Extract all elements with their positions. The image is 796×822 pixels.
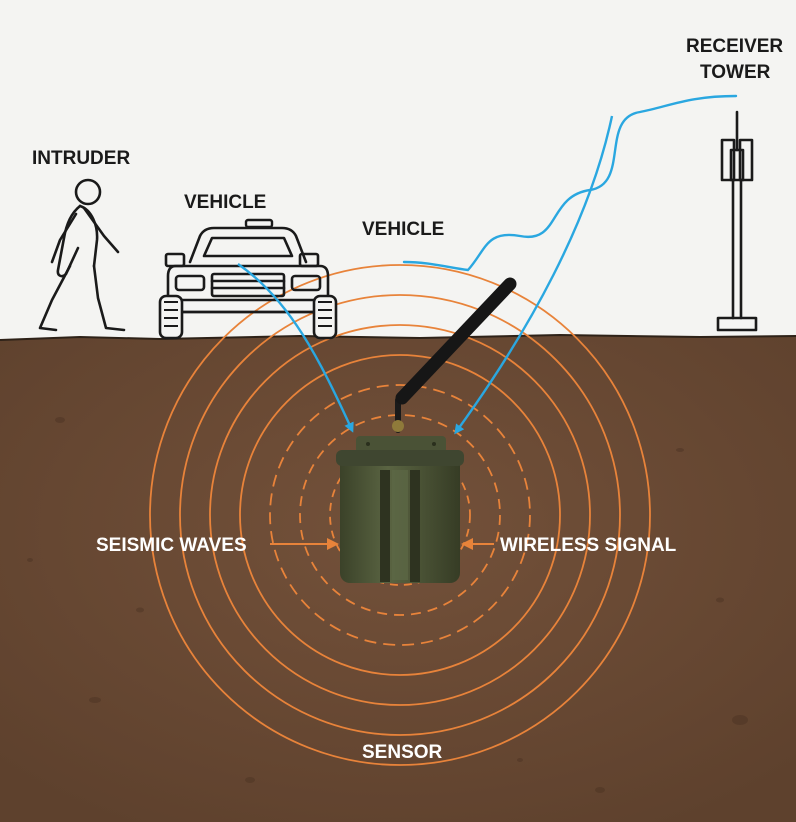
label-vehicle-left: VEHICLE [184, 192, 266, 213]
wireless-signal-downlink [454, 115, 614, 435]
label-wireless-signal: WIRELESS SIGNAL [500, 535, 677, 556]
sensor-device-icon [336, 436, 464, 583]
vehicle-icon [158, 218, 338, 340]
label-vehicle-center: VEHICLE [362, 219, 444, 240]
vehicle-to-sensor-arrow [237, 263, 354, 433]
label-seismic-waves: SEISMIC WAVES [96, 535, 247, 556]
soil-texture [27, 417, 748, 793]
antenna-icon [392, 277, 517, 433]
receiver-tower-icon [716, 110, 758, 332]
label-sensor: SENSOR [362, 742, 443, 763]
wireless-signal-path [402, 94, 738, 272]
sky [0, 0, 796, 340]
seismic-wave-rings [149, 264, 651, 766]
intruder-figure-icon [38, 178, 126, 332]
label-tower: TOWER [700, 62, 771, 83]
label-intruder: INTRUDER [32, 148, 130, 169]
label-receiver: RECEIVER [686, 36, 783, 57]
ground-line [0, 333, 796, 341]
